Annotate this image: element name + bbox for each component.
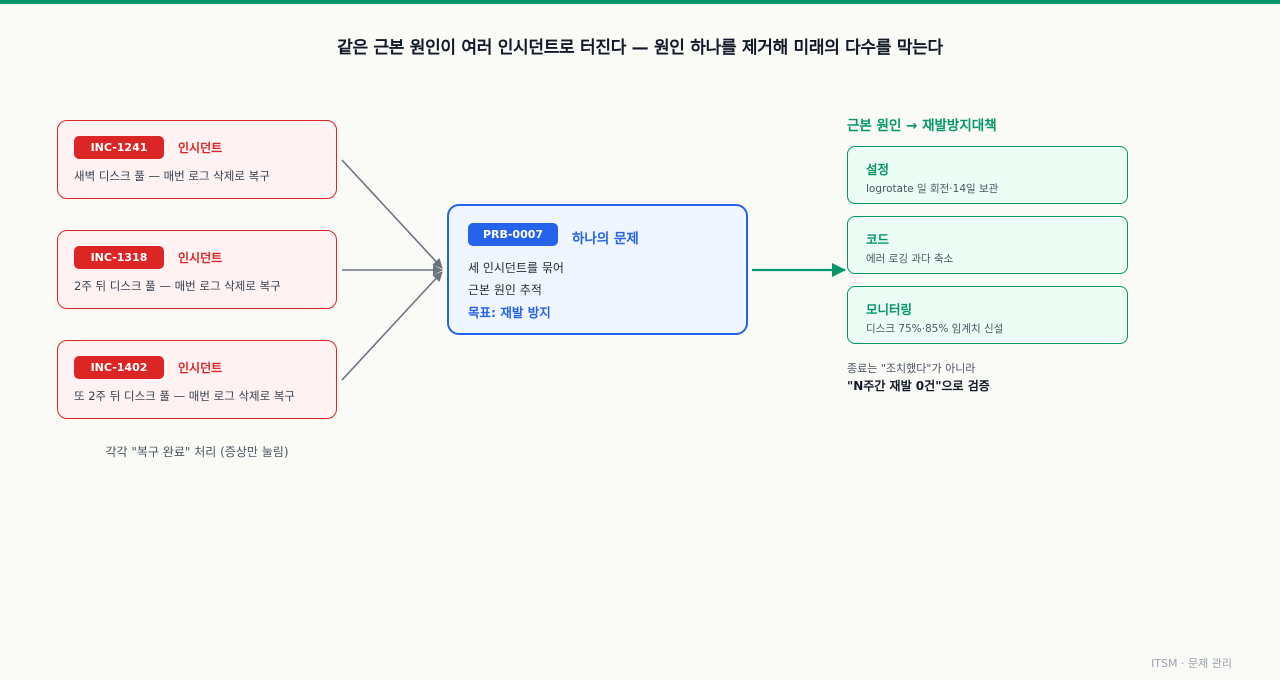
incident-id-badge: INC-1241 (74, 136, 164, 159)
problem-line-1: 세 인시던트를 묶어 (468, 261, 564, 275)
top-accent-bar (0, 0, 1280, 4)
solution-description: 디스크 75%·85% 임계치 신설 (866, 323, 1004, 335)
page-title: 같은 근본 원인이 여러 인시던트로 터진다 — 원인 하나를 제거해 미래의 … (337, 38, 943, 58)
incident-note: 각각 "복구 완료" 처리 (증상만 눌림) (105, 445, 289, 459)
arrow-inc-1241-to-problem (341, 159, 443, 269)
problem-line-2: 근본 원인 추적 (468, 283, 542, 297)
incident-id-badge: INC-1318 (74, 246, 164, 269)
arrow-inc-1402-to-problem (341, 271, 443, 381)
solution-title: 코드 (866, 232, 890, 247)
solution-card-monitoring: 모니터링 디스크 75%·85% 임계치 신설 (847, 286, 1128, 344)
solutions-heading: 근본 원인 → 재발방지대책 (847, 118, 997, 134)
incident-description: 2주 뒤 디스크 풀 — 매번 로그 삭제로 복구 (74, 279, 281, 293)
incident-card-2: INC-1318 인시던트 2주 뒤 디스크 풀 — 매번 로그 삭제로 복구 (57, 230, 337, 309)
closure-criteria-line-1: 종료는 "조치했다"가 아니라 (847, 362, 976, 375)
solution-title: 모니터링 (866, 302, 913, 317)
problem-card: PRB-0007 하나의 문제 세 인시던트를 묶어 근본 원인 추적 목표: … (447, 204, 748, 335)
incident-card-1: INC-1241 인시던트 새벽 디스크 풀 — 매번 로그 삭제로 복구 (57, 120, 337, 199)
problem-heading: 하나의 문제 (572, 231, 639, 247)
incident-id-badge: INC-1402 (74, 356, 164, 379)
solution-card-config: 설정 logrotate 일 회전·14일 보관 (847, 146, 1128, 204)
incident-kind-label: 인시던트 (178, 251, 223, 265)
incident-card-3: INC-1402 인시던트 또 2주 뒤 디스크 풀 — 매번 로그 삭제로 복… (57, 340, 337, 419)
solution-card-code: 코드 에러 로깅 과다 축소 (847, 216, 1128, 274)
solution-description: 에러 로깅 과다 축소 (866, 253, 954, 265)
incident-kind-label: 인시던트 (178, 141, 223, 155)
closure-criteria-line-2: "N주간 재발 0건"으로 검증 (847, 379, 990, 393)
incident-description: 또 2주 뒤 디스크 풀 — 매번 로그 삭제로 복구 (74, 389, 295, 403)
solution-title: 설정 (866, 162, 890, 177)
incident-description: 새벽 디스크 풀 — 매번 로그 삭제로 복구 (74, 169, 270, 183)
incident-kind-label: 인시던트 (178, 361, 223, 375)
problem-goal: 목표: 재발 방지 (468, 305, 551, 320)
problem-id-badge: PRB-0007 (468, 223, 558, 246)
solution-description: logrotate 일 회전·14일 보관 (866, 183, 999, 195)
footer-label: ITSM · 문제 관리 (1151, 657, 1232, 670)
